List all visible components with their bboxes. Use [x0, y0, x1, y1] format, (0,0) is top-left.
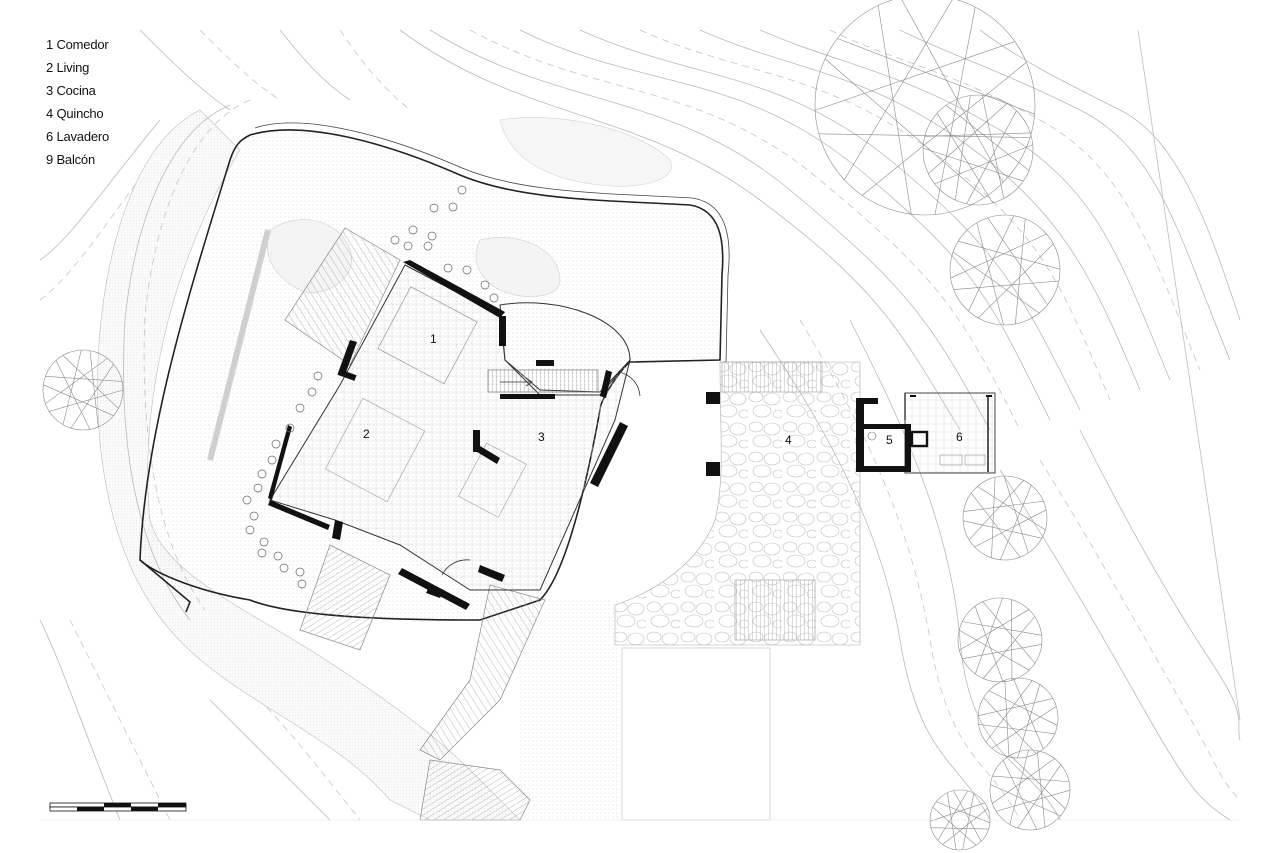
tree-symbol — [977, 677, 1059, 759]
decks — [284, 227, 546, 821]
tree-symbol — [949, 214, 1061, 326]
legend-item-comedor: 1 Comedor — [46, 37, 109, 52]
house-footprint — [269, 264, 641, 591]
scale-bar — [49, 802, 187, 812]
tree-symbol — [957, 597, 1043, 683]
planting-dots — [242, 185, 499, 589]
drawing-frame — [40, 29, 1241, 821]
trees — [42, 0, 1071, 851]
tree-symbol — [814, 0, 1036, 216]
quincho-paving — [614, 361, 861, 646]
room-number-quincho: 4 — [785, 433, 792, 447]
tree-symbol — [42, 349, 124, 431]
room-number-living: 2 — [363, 427, 370, 441]
room-number-5: 5 — [886, 433, 893, 447]
tree-symbol — [989, 749, 1071, 831]
room-number-lavadero: 6 — [956, 430, 963, 444]
room-legend: 1 Comedor 2 Living 3 Cocina 4 Quincho 6 … — [46, 33, 109, 171]
tree-symbol — [962, 475, 1048, 561]
room-number-comedor: 1 — [430, 332, 437, 346]
legend-item-balcon: 9 Balcón — [46, 152, 95, 167]
legend-item-quincho: 4 Quincho — [46, 106, 104, 121]
legend-item-living: 2 Living — [46, 60, 90, 75]
house-walls — [268, 260, 720, 610]
contour-lines — [39, 29, 1241, 821]
legend-item-lavadero: 6 Lavadero — [46, 129, 110, 144]
annex-building — [856, 392, 996, 474]
tree-symbol — [922, 94, 1034, 206]
legend-item-cocina: 3 Cocina — [46, 83, 96, 98]
room-numbers: 1 2 3 4 5 6 — [363, 332, 963, 447]
room-number-cocina: 3 — [538, 430, 545, 444]
